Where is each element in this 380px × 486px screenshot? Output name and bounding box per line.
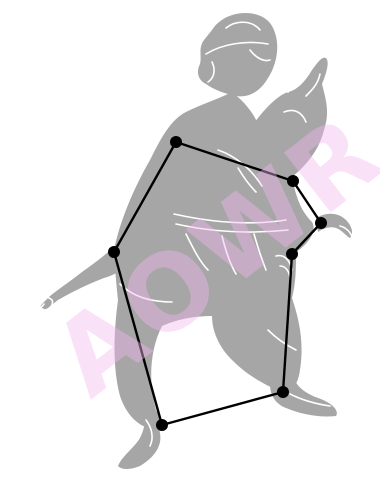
line-knee-left-to-foot-right <box>162 392 283 425</box>
star-knee-left <box>277 386 289 398</box>
star-hand-left <box>108 246 120 258</box>
star-shoulder <box>170 136 182 148</box>
outline-club-grip <box>15 304 44 448</box>
figure-head <box>198 13 277 96</box>
star-hip <box>286 248 298 260</box>
star-foot-right <box>156 419 168 431</box>
star-arm-lower <box>315 217 327 229</box>
star-arm-upper <box>287 175 299 187</box>
